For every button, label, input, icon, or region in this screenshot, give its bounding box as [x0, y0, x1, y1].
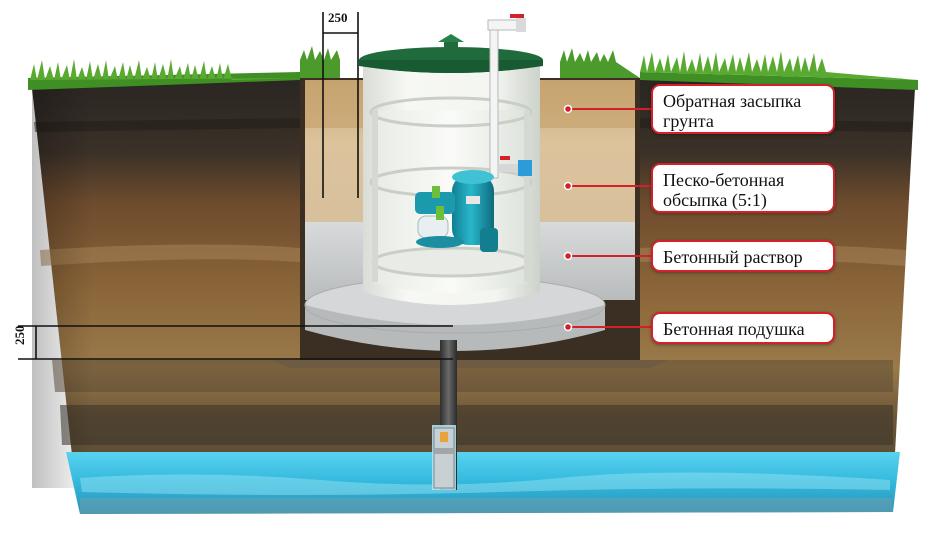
caisson-lid — [359, 34, 543, 73]
aquifer-water — [66, 452, 900, 514]
callout-concrete-mortar: Бетонный раствор — [651, 240, 835, 272]
pump-station — [415, 170, 498, 252]
callout-line: грунта — [663, 111, 714, 131]
well-casing-pipe — [432, 340, 457, 490]
callout-concrete-pad: Бетонная подушка — [651, 312, 835, 344]
leader-dot-icon — [563, 181, 573, 191]
callout-sand-concrete: Песко-бетонная обсыпка (5:1) — [651, 163, 835, 213]
leader-dot-icon — [563, 104, 573, 114]
callout-line: Бетонная подушка — [663, 319, 805, 339]
callout-soil-backfill: Обратная засыпка грунта — [651, 84, 835, 134]
dimension-bracket-side — [18, 325, 453, 360]
dimension-bracket-top — [322, 12, 359, 198]
callout-leaders — [563, 104, 651, 332]
leader-dot-icon — [563, 322, 573, 332]
outlet-pipe — [487, 14, 532, 179]
leader-dot-icon — [563, 251, 573, 261]
dimension-label-top: 250 — [328, 10, 348, 25]
caisson-body — [363, 60, 540, 305]
callout-line: Обратная засыпка — [663, 91, 802, 111]
dimension-label-side: 250 — [12, 325, 27, 346]
grass-surface — [28, 46, 918, 90]
callout-line: обсыпка (5:1) — [663, 190, 767, 210]
callout-line: Песко-бетонная — [663, 170, 785, 190]
callout-line: Бетонный раствор — [663, 247, 803, 267]
